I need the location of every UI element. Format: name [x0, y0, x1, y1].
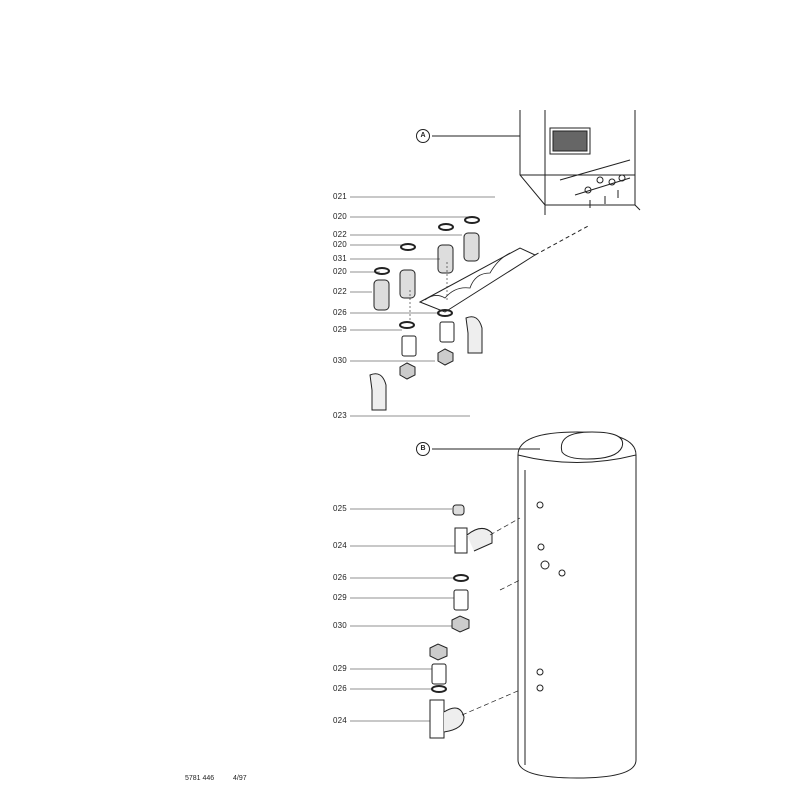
boiler-unit: [519, 110, 641, 215]
part-label-023: 023: [333, 411, 347, 420]
callout-a: A: [416, 129, 430, 143]
part-label-029: 029: [333, 664, 347, 673]
part-label-024: 024: [333, 716, 347, 725]
part-label-020: 020: [333, 267, 347, 276]
part-label-021: 021: [333, 192, 347, 201]
part-label-022: 022: [333, 287, 347, 296]
part-label-031: 031: [333, 254, 347, 263]
doc-number: 5781 446: [185, 775, 215, 782]
part-label-026: 026: [333, 573, 347, 582]
part-label-024: 024: [333, 541, 347, 550]
lower-fittings: [429, 504, 521, 739]
part-label-029: 029: [333, 593, 347, 602]
doc-date: 4/97: [233, 775, 247, 782]
part-label-022: 022: [333, 230, 347, 239]
cylinder-unit: [517, 431, 637, 779]
part-label-020: 020: [333, 212, 347, 221]
part-label-026: 026: [333, 308, 347, 317]
part-label-029: 029: [333, 325, 347, 334]
mounting-bracket: [418, 224, 591, 313]
part-label-030: 030: [333, 356, 347, 365]
part-label-030: 030: [333, 621, 347, 630]
part-label-020: 020: [333, 240, 347, 249]
callout-b: B: [416, 442, 430, 456]
part-label-026: 026: [333, 684, 347, 693]
part-label-025: 025: [333, 504, 347, 513]
upper-fittings: [369, 216, 483, 411]
